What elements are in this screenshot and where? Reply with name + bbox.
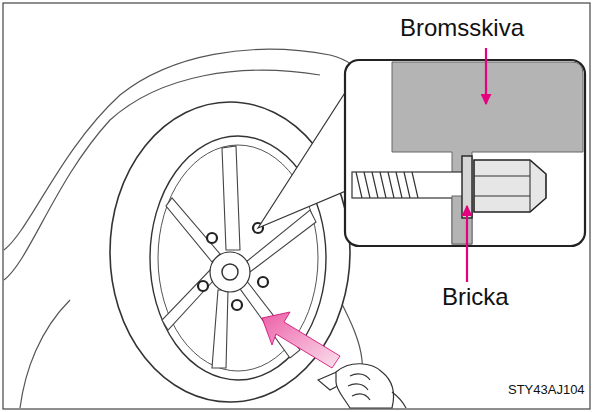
part-label: Bromsskiva <box>398 14 526 42</box>
figure-code: STY43AJ104 <box>506 383 587 398</box>
direction-arrow <box>262 312 340 368</box>
hand-with-wrench <box>318 364 406 408</box>
zoom-wedge <box>258 88 348 228</box>
leader-arrow <box>466 206 468 282</box>
frame <box>3 3 590 409</box>
callout-box <box>345 60 585 246</box>
hub <box>210 252 250 292</box>
part-label: Bricka <box>440 283 511 311</box>
lug-nuts <box>198 223 268 310</box>
hub-cap <box>222 264 238 280</box>
leader-arrow <box>485 48 487 104</box>
car-body <box>4 49 365 408</box>
